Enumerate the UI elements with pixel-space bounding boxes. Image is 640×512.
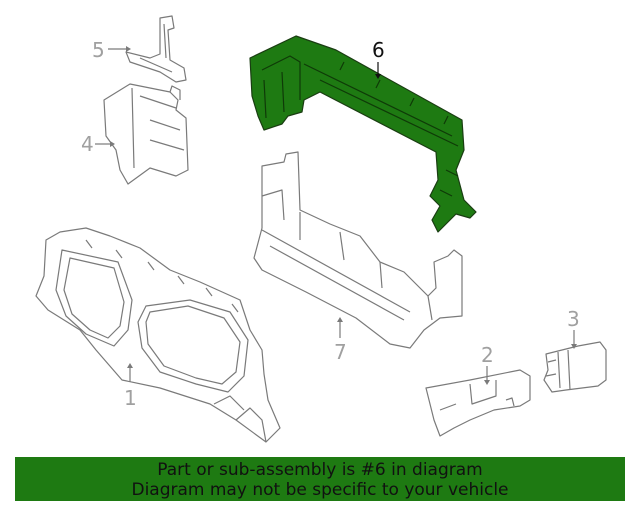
parts-diagram <box>35 15 607 443</box>
part-1-front-frame[interactable] <box>35 227 281 443</box>
callout-7[interactable]: 7 <box>334 340 347 364</box>
callout-5[interactable]: 5 <box>92 38 105 62</box>
part-6-upper-support[interactable] <box>249 35 477 233</box>
banner-line-2: Diagram may not be specific to your vehi… <box>131 480 509 500</box>
callout-3[interactable]: 3 <box>567 307 580 331</box>
part-4-air-duct[interactable] <box>103 83 189 185</box>
part-7-lower-support[interactable] <box>253 151 463 349</box>
part-3-side-bracket[interactable] <box>543 341 607 393</box>
callout-1[interactable]: 1 <box>124 386 137 410</box>
callout-6[interactable]: 6 <box>372 38 385 62</box>
part-5-bracket[interactable] <box>125 15 187 83</box>
info-banner: Part or sub-assembly is #6 in diagram Di… <box>15 457 625 501</box>
callout-2[interactable]: 2 <box>481 343 494 367</box>
callout-4[interactable]: 4 <box>81 132 94 156</box>
banner-line-1: Part or sub-assembly is #6 in diagram <box>157 460 483 480</box>
part-2-lower-duct[interactable] <box>425 369 531 437</box>
